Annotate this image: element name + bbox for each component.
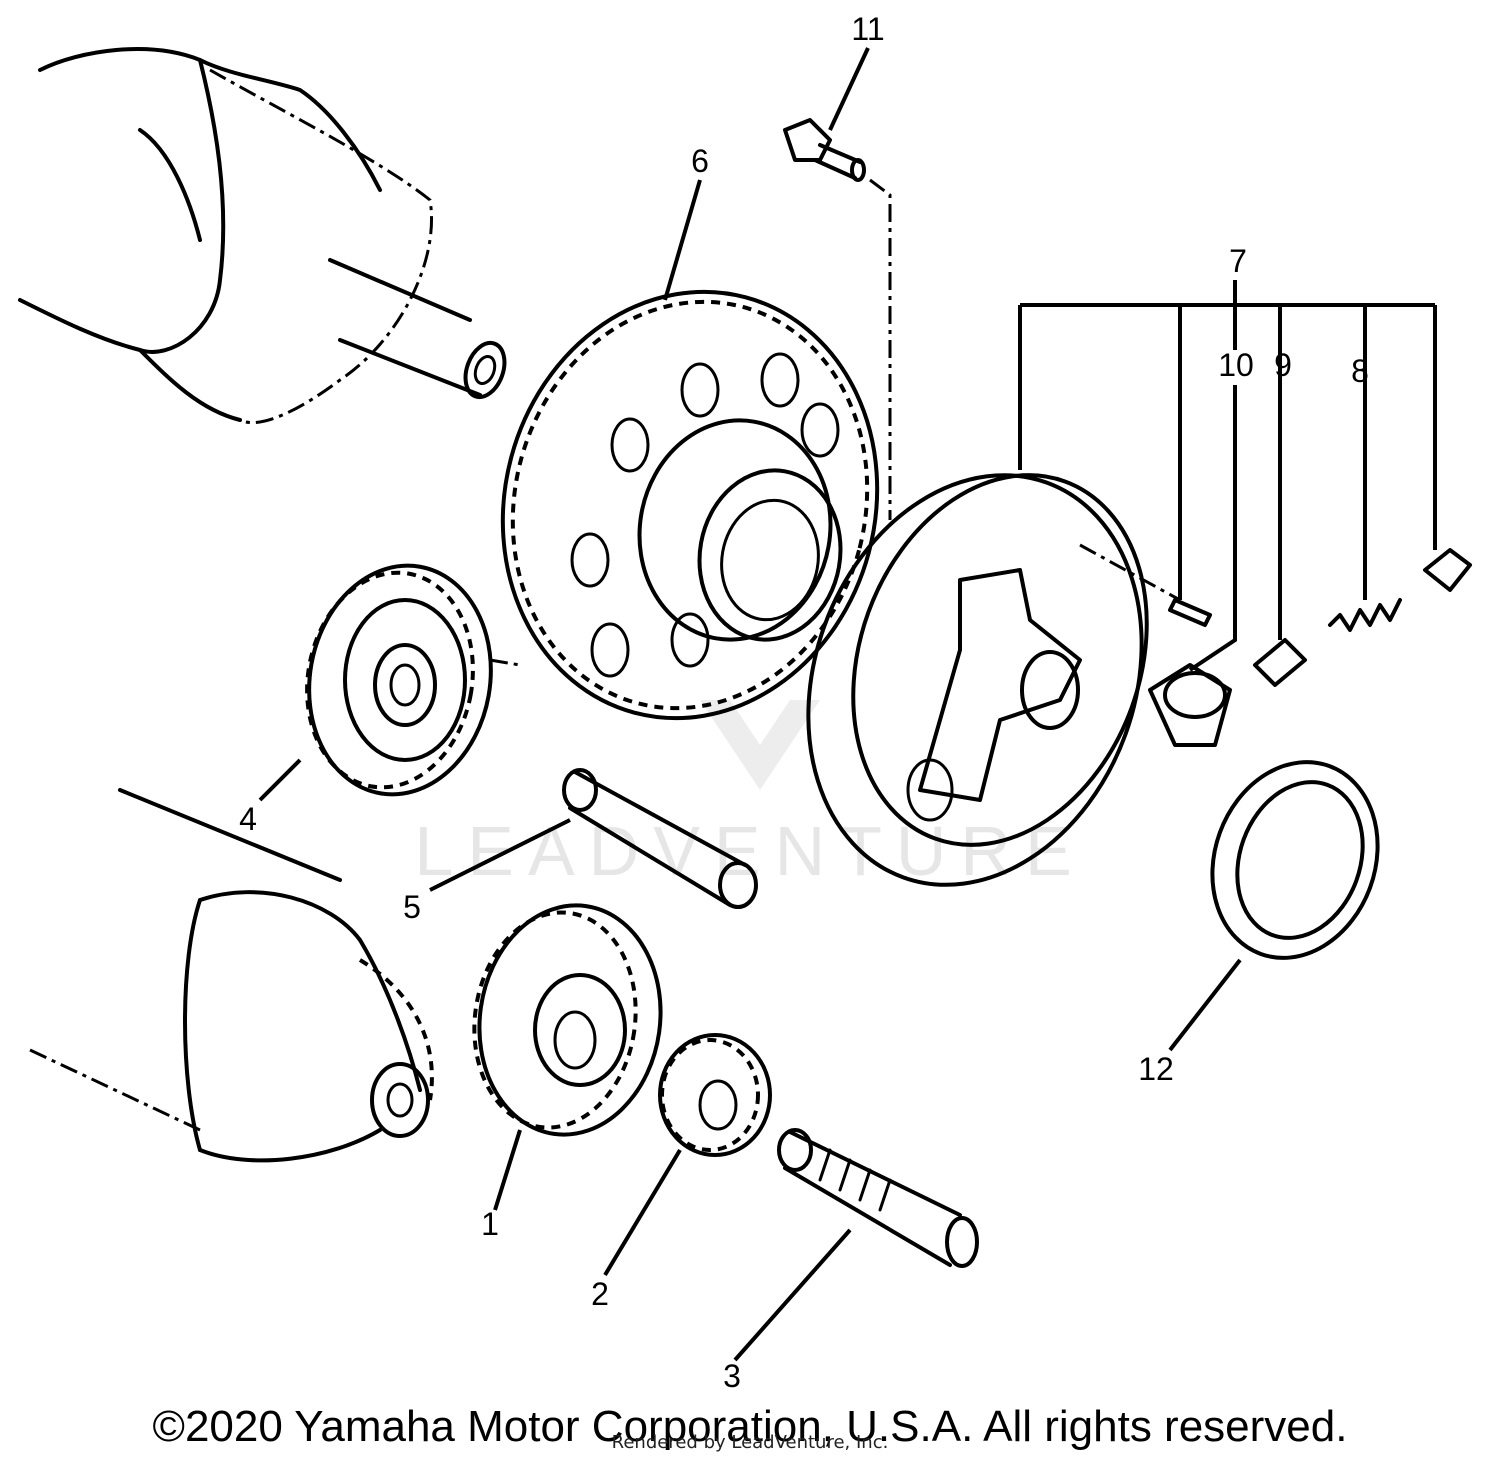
part-8-spring — [1328, 598, 1402, 632]
copyright-notice: ©2020 Yamaha Motor Corporation, U.S.A. A… — [152, 1402, 1348, 1451]
crankshaft-illustration — [18, 47, 507, 425]
callout-labels: 1 2 3 4 5 6 7 8 9 10 11 12 — [239, 11, 1369, 1394]
callout-7: 7 — [1229, 243, 1247, 279]
watermark-logo: LEADVENTURE — [414, 700, 1085, 890]
part-1-gear — [472, 903, 663, 1137]
callout-10: 10 — [1218, 347, 1254, 383]
pin-part — [1168, 598, 1212, 627]
callout-1: 1 — [481, 1206, 499, 1242]
callout-2: 2 — [591, 1276, 609, 1312]
callout-4: 4 — [239, 801, 257, 837]
callout-9: 9 — [1274, 347, 1292, 383]
part-3-splined-shaft — [777, 1128, 979, 1268]
callout-5: 5 — [403, 889, 421, 925]
leader-lines — [258, 47, 1242, 1362]
watermark-text: LEADVENTURE — [414, 812, 1085, 890]
part-4-idler-gear — [305, 563, 521, 797]
callout-8: 8 — [1351, 353, 1369, 389]
part-12-washer — [1210, 760, 1380, 960]
callout-6: 6 — [691, 143, 709, 179]
part-2-small-gear — [658, 1033, 772, 1157]
callout-11: 11 — [851, 11, 884, 47]
cap-part — [1423, 548, 1472, 592]
part-11-bolt — [783, 118, 892, 520]
part-10-roller — [1148, 663, 1232, 747]
starter-motor-illustration — [29, 788, 434, 1163]
part-7-clutch-housing — [806, 473, 1181, 887]
callout-12: 12 — [1138, 1051, 1174, 1087]
callout-bracket-7 — [1018, 280, 1437, 672]
callout-3: 3 — [723, 1358, 741, 1394]
part-9-plunger — [1253, 638, 1307, 687]
part-6-starter-wheel-gear — [500, 289, 880, 721]
part-5-shaft — [562, 768, 758, 909]
rendered-by-note: Rendered by LeadVenture, Inc. — [611, 1432, 889, 1453]
